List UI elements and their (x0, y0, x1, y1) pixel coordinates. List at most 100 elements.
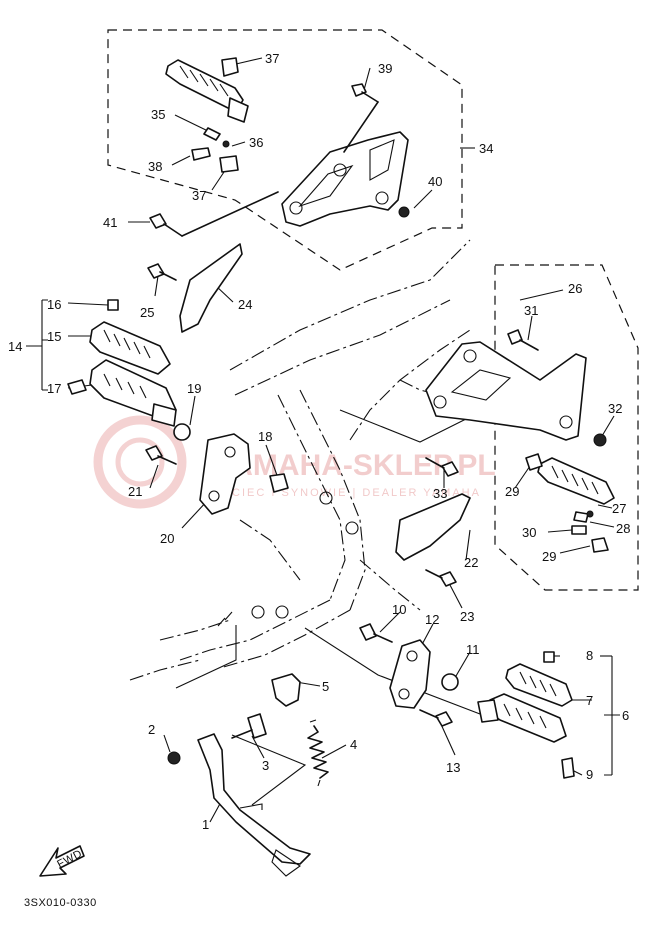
label-18: 18 (258, 429, 272, 444)
label-9: 9 (586, 767, 593, 782)
label-16: 16 (47, 297, 61, 312)
part-rear-bracket-left (281, 131, 409, 227)
label-40: 40 (428, 174, 442, 189)
part-24-heel-plate (179, 243, 243, 333)
label-38: 38 (148, 159, 162, 174)
label-19: 19 (187, 381, 201, 396)
part-41-bolt (149, 213, 183, 237)
part-15-footrest-rubber (89, 321, 171, 375)
label-31: 31 (524, 303, 538, 318)
label-2: 2 (148, 722, 155, 737)
part-4-spring (307, 719, 329, 787)
label-24: 24 (238, 297, 252, 312)
part-27 (586, 510, 594, 518)
part-19-washer (173, 423, 191, 441)
frame-outline (129, 239, 471, 681)
part-33-bolt (425, 457, 459, 477)
label-32: 32 (608, 401, 622, 416)
part-5-plate (271, 673, 301, 707)
label-30: 30 (522, 525, 536, 540)
part-17-bolt (67, 379, 87, 395)
label-21: 21 (128, 484, 142, 499)
part-29-clip-top (525, 453, 543, 471)
label-34: 34 (479, 141, 493, 156)
group-outline-26 (494, 264, 639, 591)
label-11: 11 (466, 642, 480, 657)
label-12: 12 (425, 612, 439, 627)
part-footrest-right (537, 457, 615, 505)
part-29-clip-bottom (591, 537, 609, 553)
part-number-labels: 37 39 35 36 38 34 37 40 41 25 24 16 15 1… (8, 51, 630, 832)
part-35 (203, 127, 221, 141)
bracket-12-hole (406, 650, 418, 662)
diagram-code: 3SX010-0330 (24, 897, 97, 909)
bracket-12-hole-2 (398, 688, 410, 700)
part-16-pin (107, 299, 119, 311)
part-37-bottom (219, 155, 239, 173)
part-26-right-bracket (425, 341, 587, 441)
bracket-20-hole (224, 446, 236, 458)
label-13: 13 (446, 760, 460, 775)
part-footrest-left (89, 359, 177, 427)
part-38 (191, 147, 211, 161)
group-outline-34 (107, 29, 463, 271)
part-8-pin (543, 651, 555, 663)
label-17: 17 (47, 381, 61, 396)
part-21-bolt (145, 445, 177, 465)
part-18-nut (269, 473, 289, 493)
label-37-top: 37 (265, 51, 279, 66)
part-20-bracket (199, 433, 251, 515)
part-31-bolt (507, 329, 539, 351)
label-1: 1 (202, 817, 209, 832)
part-32 (593, 433, 607, 447)
label-7: 7 (586, 693, 593, 708)
label-3: 3 (262, 758, 269, 773)
label-15: 15 (47, 329, 61, 344)
label-26: 26 (568, 281, 582, 296)
label-27: 27 (612, 501, 626, 516)
label-5: 5 (322, 679, 329, 694)
part-25-bolt (147, 263, 177, 281)
part-6-footrest (477, 693, 567, 743)
part-40 (398, 206, 410, 218)
leader-lines (26, 57, 620, 823)
label-33: 33 (433, 486, 447, 501)
part-39-bolt (351, 83, 379, 103)
part-12-bracket (389, 639, 431, 709)
label-37-bottom: 37 (192, 188, 206, 203)
part-30 (571, 525, 587, 535)
label-29-top: 29 (505, 484, 519, 499)
part-3-bolt (231, 713, 267, 739)
part-13-bolt (419, 709, 453, 727)
part-9-bolt (561, 757, 575, 779)
part-11-washer (441, 673, 459, 691)
bolt-41-axis (181, 191, 279, 237)
label-35: 35 (151, 107, 165, 122)
part-36 (222, 140, 230, 148)
label-41: 41 (103, 215, 117, 230)
bolt-39-axis (343, 101, 379, 153)
part-2-nut (167, 751, 181, 765)
part-23-bolt (425, 569, 457, 587)
part-1-sidestand (197, 733, 311, 877)
part-rear-footrest-left (165, 59, 249, 123)
label-20: 20 (160, 531, 174, 546)
label-22: 22 (464, 555, 478, 570)
label-23: 23 (460, 609, 474, 624)
part-28 (573, 511, 589, 523)
label-29-bottom: 29 (542, 549, 556, 564)
part-22-heel-plate (395, 493, 471, 561)
label-39: 39 (378, 61, 392, 76)
label-10: 10 (392, 602, 406, 617)
fwd-arrow-icon: FWD (39, 845, 85, 877)
part-10-bolt (359, 623, 393, 643)
label-14: 14 (8, 339, 22, 354)
part-7-footrest-rubber (505, 663, 573, 707)
label-36: 36 (249, 135, 263, 150)
label-28: 28 (616, 521, 630, 536)
label-25: 25 (140, 305, 154, 320)
label-8: 8 (586, 648, 593, 663)
label-4: 4 (350, 737, 357, 752)
bracket-20-hole-2 (208, 490, 220, 502)
